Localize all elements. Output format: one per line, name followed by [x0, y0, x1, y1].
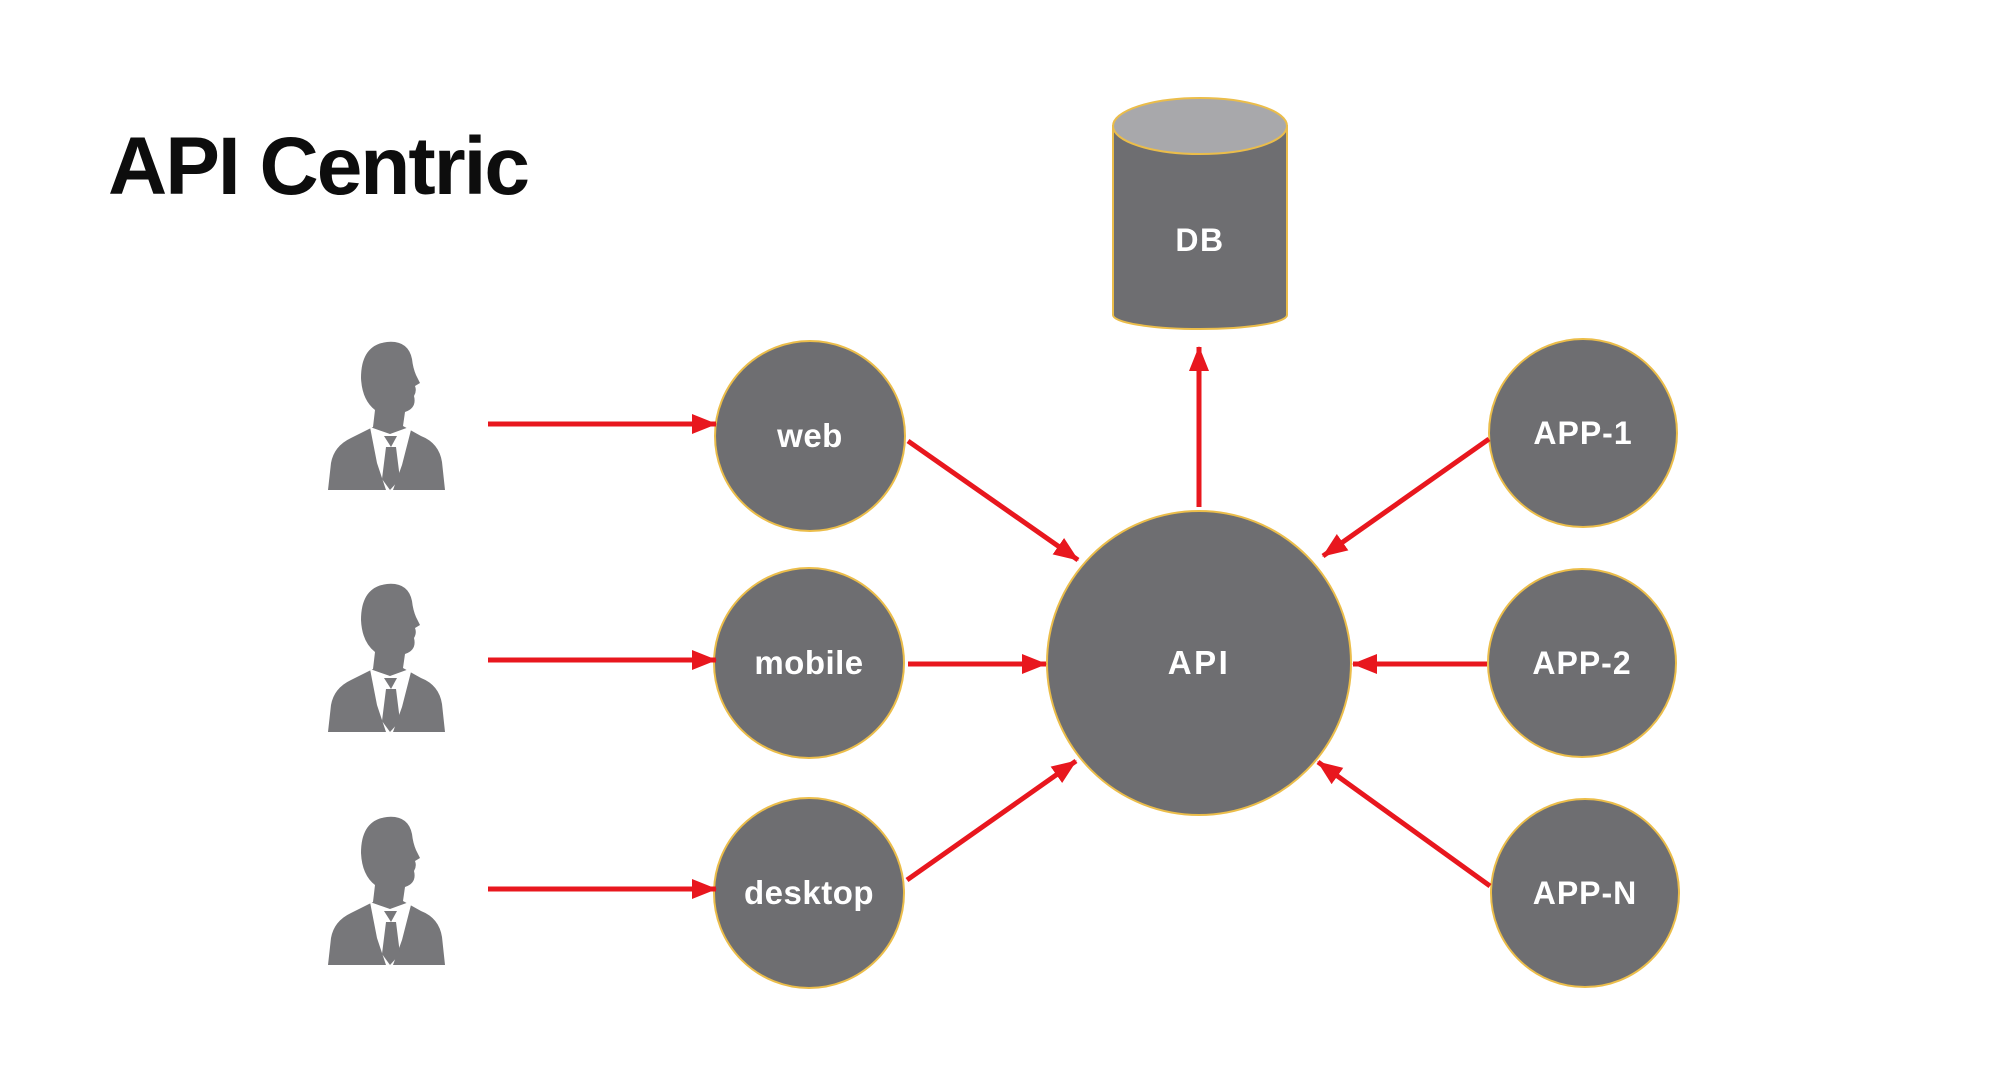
db-cylinder-body	[1112, 125, 1288, 330]
node-api: API	[1046, 510, 1352, 816]
node-mobile: mobile	[713, 567, 905, 759]
node-app-n: APP-N	[1490, 798, 1680, 988]
node-app-2-label: APP-2	[1532, 644, 1632, 681]
node-app-n-label: APP-N	[1532, 874, 1638, 911]
node-web-label: web	[777, 417, 843, 454]
node-web: web	[714, 340, 906, 532]
node-db-label: DB	[1175, 222, 1225, 258]
arrow-desktop-to-api	[905, 758, 1078, 883]
node-api-label: API	[1167, 644, 1231, 681]
db-cylinder	[1112, 97, 1288, 330]
node-mobile-label: mobile	[754, 644, 864, 681]
node-app-1-label: APP-1	[1533, 414, 1633, 451]
db-cylinder-top	[1112, 97, 1288, 155]
node-app-1: APP-1	[1488, 338, 1678, 528]
arrow-web-to-api	[906, 438, 1080, 563]
arrow-app-n-to-api	[1316, 759, 1492, 889]
arrow-app-1-to-api	[1321, 436, 1491, 559]
node-app-2: APP-2	[1487, 568, 1677, 758]
node-desktop-label: desktop	[743, 874, 875, 911]
page-title: API Centric	[108, 121, 530, 212]
